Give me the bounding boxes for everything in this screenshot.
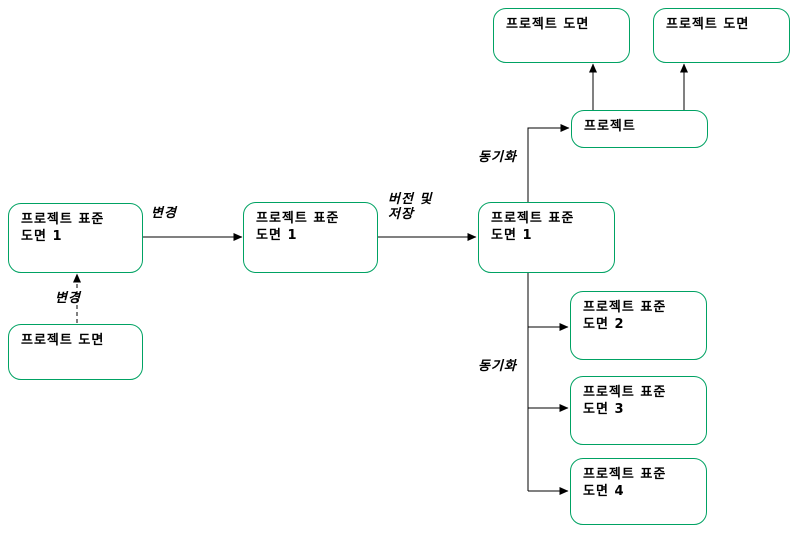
node-project-std-drawing4: 프로젝트 표준 도면 4 xyxy=(570,458,707,525)
node-project-drawing-left: 프로젝트 도면 xyxy=(8,324,143,380)
node-project: 프로젝트 xyxy=(571,110,708,148)
node-project-std-drawing2: 프로젝트 표준 도면 2 xyxy=(570,291,707,360)
edge-label-sync-top: 동기화 xyxy=(478,150,517,165)
node-project-std-drawing1-mid: 프로젝트 표준 도면 1 xyxy=(243,202,378,273)
node-project-drawing-top-right: 프로젝트 도면 xyxy=(653,8,790,63)
edge-label-change-left: 변경 xyxy=(151,206,177,221)
node-project-std-drawing1-right: 프로젝트 표준 도면 1 xyxy=(478,202,615,273)
node-project-drawing-top-left: 프로젝트 도면 xyxy=(493,8,630,63)
edge-label-sync-bottom: 동기화 xyxy=(478,359,517,374)
arrow-sync-to-project xyxy=(527,124,570,202)
edge-label-version-and-save: 버전 및 저장 xyxy=(388,192,433,222)
edge-label-change-bottom: 변경 xyxy=(55,291,81,306)
node-project-std-drawing3: 프로젝트 표준 도면 3 xyxy=(570,376,707,445)
node-project-std-drawing1-left: 프로젝트 표준 도면 1 xyxy=(8,203,143,273)
